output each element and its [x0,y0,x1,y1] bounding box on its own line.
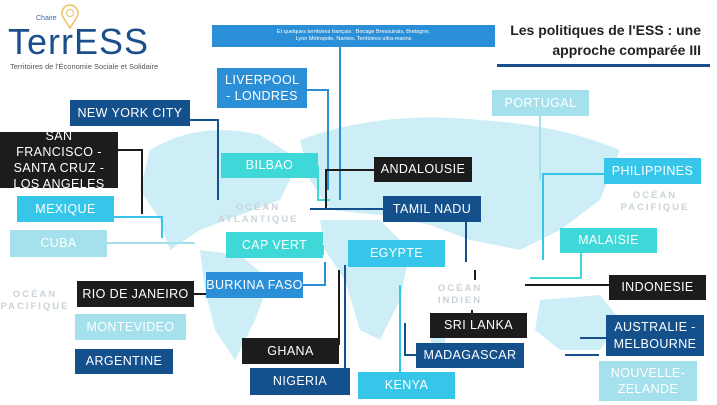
ocean-atlantic: OCÉAN ATLANTIQUE [218,202,299,226]
banner-line2: Lyon Métropole, Nantes, Territoires ultr… [295,36,412,42]
place-ghana: GHANA [242,338,339,364]
place-indonesie: INDONESIE [609,275,706,300]
french-territories-banner: Et quelques territoires français : Bocag… [212,25,495,47]
title-line1: Les politiques de l'ESS : une [510,22,701,38]
place-australie: AUSTRALIE - MELBOURNE [606,315,704,356]
place-malaisie: MALAISIE [560,228,657,253]
place-sf: SAN FRANCISCO - SANTA CRUZ - LOS ANGELES [0,129,118,191]
place-montevideo: MONTEVIDEO [75,314,186,340]
place-cuba: CUBA [10,230,107,257]
place-liverpool: LIVERPOOL - LONDRES [217,68,307,108]
logo-name: TerrESS [8,21,150,62]
place-rio: RIO DE JANEIRO [77,281,194,307]
place-andalousie: ANDALOUSIE [374,157,472,182]
ocean-pacific-left: OCÉAN PACIFIQUE [0,289,70,313]
place-philippines: PHILIPPINES [604,158,701,184]
title-line2: approche comparée III [552,42,701,59]
place-kenya: KENYA [358,372,455,399]
place-nigeria: NIGERIA [250,368,350,395]
place-argentine: ARGENTINE [75,349,173,374]
place-bilbao: BILBAO [221,153,318,178]
page-title: Les politiques de l'ESS : une approche co… [510,20,701,61]
ocean-indian: OCÉAN INDIEN [437,283,483,307]
title-underline [497,64,710,67]
ocean-pacific-right: OCÉAN PACIFIQUE [620,190,690,214]
place-mexique: MEXIQUE [17,196,114,222]
logo-chaire: Chaire [36,15,57,22]
place-egypte: EGYPTE [348,240,445,267]
place-madagascar: MADAGASCAR [416,343,524,368]
place-nouvelle-zelande: NOUVELLE-ZELANDE [599,361,697,401]
logo-subtitle: Territoires de l'Économie Sociale et Sol… [10,62,159,71]
place-portugal: PORTUGAL [492,90,589,116]
place-sri-lanka: SRI LANKA [430,313,527,338]
place-cap-vert: CAP VERT [226,232,323,258]
place-tamil-nadu: TAMIL NADU [383,196,481,222]
place-nyc: NEW YORK CITY [70,100,190,126]
map-pin-icon [61,4,79,30]
banner-line1: Et quelques territoires français : Bocag… [276,28,431,35]
place-burkina-faso: BURKINA FASO [206,272,303,298]
